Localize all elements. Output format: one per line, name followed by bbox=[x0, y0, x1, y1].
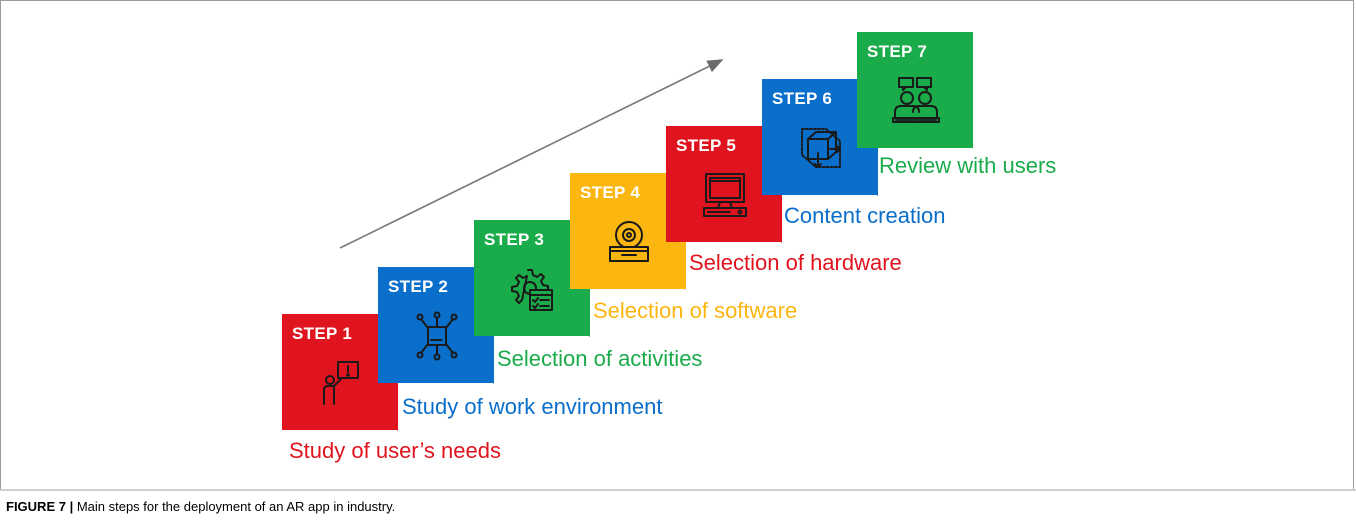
gear-checklist-icon bbox=[508, 264, 558, 314]
step-7-title: STEP 7 bbox=[867, 42, 928, 61]
computer-icon bbox=[700, 170, 750, 220]
users-chat-icon bbox=[891, 76, 941, 126]
step-1-label: Study of user’s needs bbox=[289, 438, 501, 463]
step-3-label: Selection of activities bbox=[497, 346, 703, 371]
step-7-box: STEP 7 bbox=[857, 32, 973, 148]
step-3-title: STEP 3 bbox=[484, 230, 545, 249]
step-2-title: STEP 2 bbox=[388, 277, 449, 296]
step-5-label: Selection of hardware bbox=[689, 250, 902, 275]
step-6-label: Content creation bbox=[784, 203, 946, 228]
caption-divider bbox=[0, 489, 1356, 491]
disc-drive-icon bbox=[604, 217, 654, 267]
caption-text: Main steps for the deployment of an AR a… bbox=[73, 499, 396, 514]
network-chip-icon bbox=[412, 311, 462, 361]
step-2-label: Study of work environment bbox=[402, 394, 663, 419]
step-5-title: STEP 5 bbox=[676, 136, 737, 155]
step-6-title: STEP 6 bbox=[772, 89, 833, 108]
step-4-title: STEP 4 bbox=[580, 183, 641, 202]
cube-icon bbox=[796, 123, 846, 173]
step-4-label: Selection of software bbox=[593, 298, 798, 323]
caption-prefix: FIGURE 7 | bbox=[6, 499, 74, 514]
figure-caption: FIGURE 7 | Main steps for the deployment… bbox=[6, 499, 395, 514]
step-7-label: Review with users bbox=[879, 153, 1057, 178]
presenter-icon bbox=[316, 358, 366, 408]
step-1-title: STEP 1 bbox=[292, 324, 353, 343]
